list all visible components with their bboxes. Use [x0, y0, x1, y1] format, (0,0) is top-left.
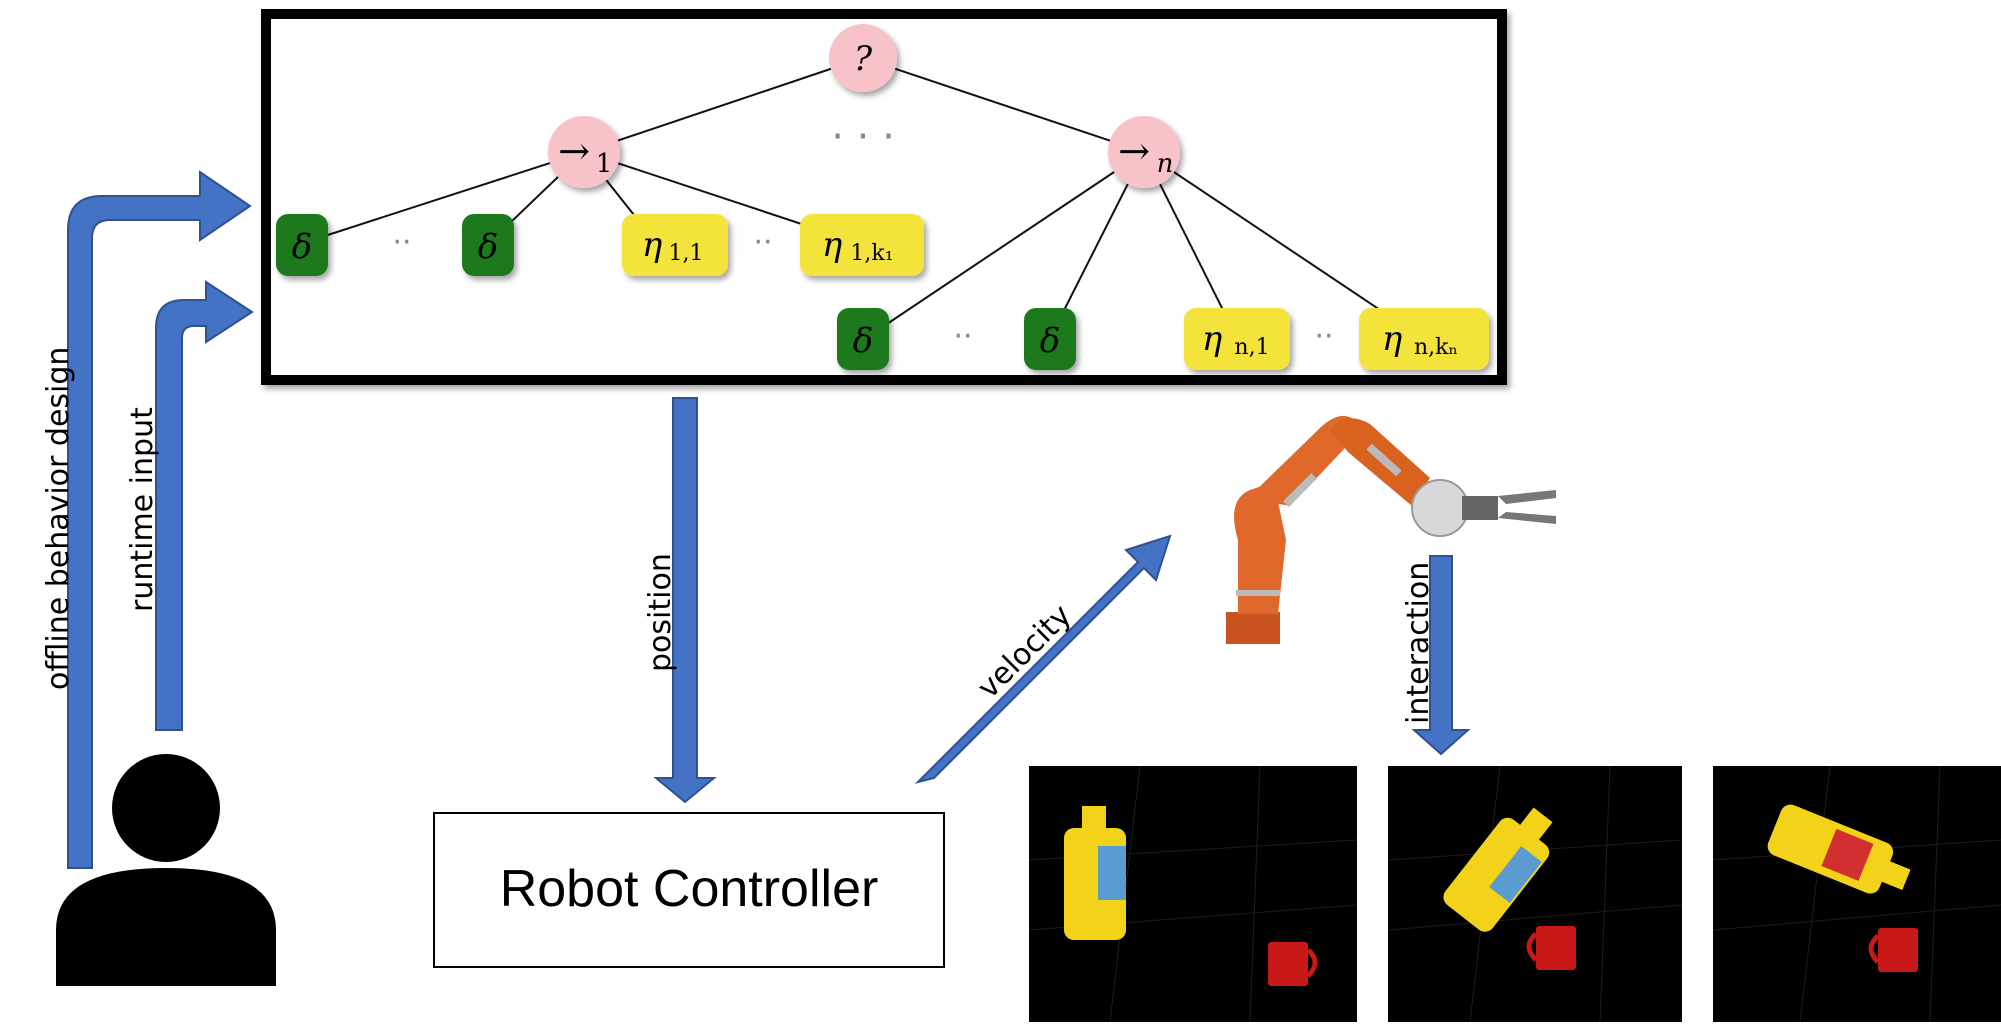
red-mug-icon — [1526, 926, 1576, 970]
action-label: η — [1382, 319, 1403, 359]
red-mug-icon — [1268, 942, 1318, 986]
action-node: η 1,k₁ — [800, 214, 924, 276]
action-sub: 1,1 — [669, 241, 704, 266]
mustard-bottle-icon — [1767, 804, 1911, 894]
action-label: η — [1202, 319, 1223, 359]
velocity-label: velocity — [971, 598, 1079, 706]
sequence-arrow: → — [558, 129, 590, 173]
runtime-input-arrow: runtime input — [125, 280, 254, 731]
condition-label: δ — [292, 227, 312, 267]
condition-label: δ — [1040, 321, 1060, 361]
offline-design-label: offline behavior design — [41, 347, 76, 690]
action-node: η 1,1 — [622, 214, 728, 276]
fallback-symbol: ? — [854, 39, 873, 79]
scene-frame-3 — [1712, 765, 2001, 1023]
condition-node: δ — [276, 214, 328, 276]
action-label: η — [642, 225, 663, 265]
condition-node: δ — [837, 308, 889, 370]
action-sub: n,1 — [1234, 335, 1269, 360]
condition-label: δ — [853, 321, 873, 361]
red-mug-icon — [1868, 928, 1918, 972]
action-node: η n,1 — [1184, 308, 1290, 370]
action-label: η — [822, 225, 843, 265]
sibling-dots: ·· — [392, 225, 411, 260]
action-node: η n,kₙ — [1359, 308, 1489, 370]
action-sub: 1,k₁ — [850, 241, 893, 266]
mustard-bottle-icon — [1064, 806, 1126, 940]
action-sub: n,kₙ — [1414, 335, 1458, 360]
sibling-dots: ·· — [953, 319, 972, 354]
tree-ellipsis: · · · — [831, 114, 895, 160]
robot-arm-icon — [1226, 415, 1556, 644]
interaction-arrow: interaction — [1401, 555, 1471, 756]
position-label: position — [643, 553, 678, 672]
fallback-node: ? — [829, 24, 897, 92]
sequence-sub: n — [1157, 149, 1174, 179]
sequence-node-n: → n — [1108, 116, 1180, 188]
scene-frame-1 — [1028, 765, 1358, 1023]
condition-node: δ — [462, 214, 514, 276]
sibling-dots: ·· — [1314, 319, 1333, 354]
scene-frame-2 — [1387, 765, 1683, 1023]
condition-node: δ — [1024, 308, 1076, 370]
runtime-input-label: runtime input — [125, 407, 160, 612]
condition-label: δ — [478, 227, 498, 267]
interaction-label: interaction — [1401, 562, 1436, 724]
robot-controller-box: Robot Controller — [433, 812, 945, 968]
sequence-arrow: → — [1118, 129, 1150, 173]
person-icon — [56, 754, 276, 986]
controller-label: Robot Controller — [500, 860, 879, 918]
sequence-node-1: → 1 — [548, 116, 620, 188]
mustard-bottle-icon — [1443, 807, 1553, 932]
velocity-arrow: velocity — [914, 534, 1172, 784]
sequence-sub: 1 — [596, 149, 613, 179]
sibling-dots: ·· — [753, 225, 772, 260]
behavior-tree-panel: ? → 1 → n · · · δ ·· δ η 1,1 — [261, 9, 1507, 385]
offline-design-arrow: offline behavior design — [41, 170, 252, 869]
position-arrow: position — [643, 397, 717, 804]
